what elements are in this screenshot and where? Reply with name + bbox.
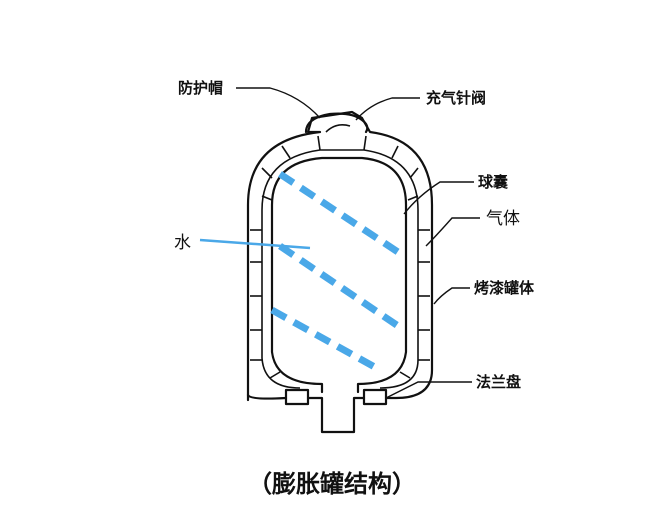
bladder-outline: [270, 156, 408, 394]
diagram-caption: （膨胀罐结构）: [248, 470, 416, 498]
label-water: 水: [174, 233, 191, 253]
label-painted-shell: 烤漆罐体: [474, 279, 535, 297]
tank-shell-outer-left-base: [246, 393, 288, 400]
label-protective-cap: 防护帽: [178, 79, 223, 97]
label-bladder: 球囊: [478, 173, 509, 191]
tank-shell-inner: [261, 149, 419, 389]
flange: [284, 388, 388, 434]
paint-layer-dashes: [250, 135, 430, 379]
leader-lines: [236, 87, 480, 399]
water-pointer-line: [199, 238, 311, 250]
label-gas: 气体: [486, 209, 520, 229]
label-flange: 法兰盘: [476, 373, 521, 391]
label-inflation-valve: 充气针阀: [426, 89, 486, 107]
water-lines: [270, 171, 406, 374]
inflation-valve: [325, 124, 351, 133]
protective-cap: [304, 112, 369, 134]
tank-shell-outer: [246, 110, 434, 402]
